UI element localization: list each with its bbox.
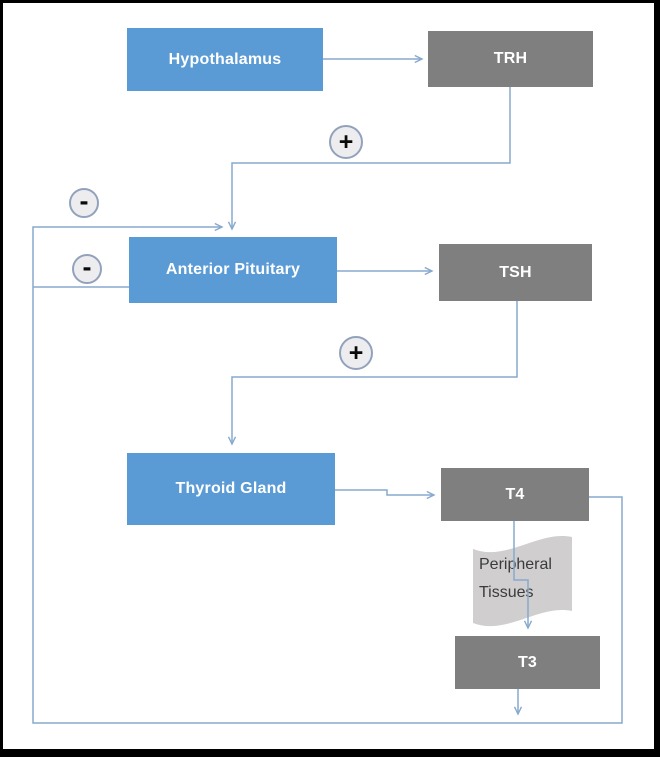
node-trh: TRH — [428, 31, 593, 87]
node-tsh-label: TSH — [499, 263, 532, 281]
node-hypothalamus: Hypothalamus — [127, 28, 323, 91]
minus-icon: - — [79, 185, 89, 216]
minus-sign-feedback-side: - — [72, 251, 102, 284]
node-anterior-pituitary: Anterior Pituitary — [129, 237, 337, 303]
wave-shape-path — [473, 535, 572, 627]
node-t3-label: T3 — [517, 653, 538, 671]
node-thyroid-gland: Thyroid Gland — [127, 453, 335, 525]
node-t3: T3 — [455, 636, 600, 689]
arrow-t4-to-t3 — [513, 521, 533, 630]
minus-sign-feedback-top: - — [69, 185, 99, 218]
plus-icon: + — [348, 338, 364, 367]
node-t4: T4 — [441, 468, 589, 521]
node-thyroid-gland-label: Thyroid Gland — [175, 480, 287, 497]
arrow-thyroid-gland-to-t4 — [335, 489, 436, 500]
node-hypothalamus-label: Hypothalamus — [168, 50, 282, 68]
arrow-tsh-to-thyroid-gland — [227, 301, 518, 446]
node-anterior-pituitary-label: Anterior Pituitary — [165, 261, 301, 278]
peripheral-tissues-label: Peripheral Tissues — [479, 556, 552, 601]
minus-icon: - — [82, 251, 92, 282]
feedback-loop-line — [32, 222, 623, 724]
plus-icon: + — [338, 127, 354, 156]
plus-sign-tsh-pathway: + — [339, 336, 373, 370]
peripheral-tissues-wave — [473, 535, 572, 627]
node-trh-label: TRH — [493, 50, 528, 67]
node-t4-label: T4 — [505, 485, 525, 503]
plus-sign-trh-pathway: + — [329, 125, 363, 159]
node-tsh: TSH — [439, 244, 592, 301]
arrow-trh-to-anterior-pituitary — [227, 87, 511, 231]
